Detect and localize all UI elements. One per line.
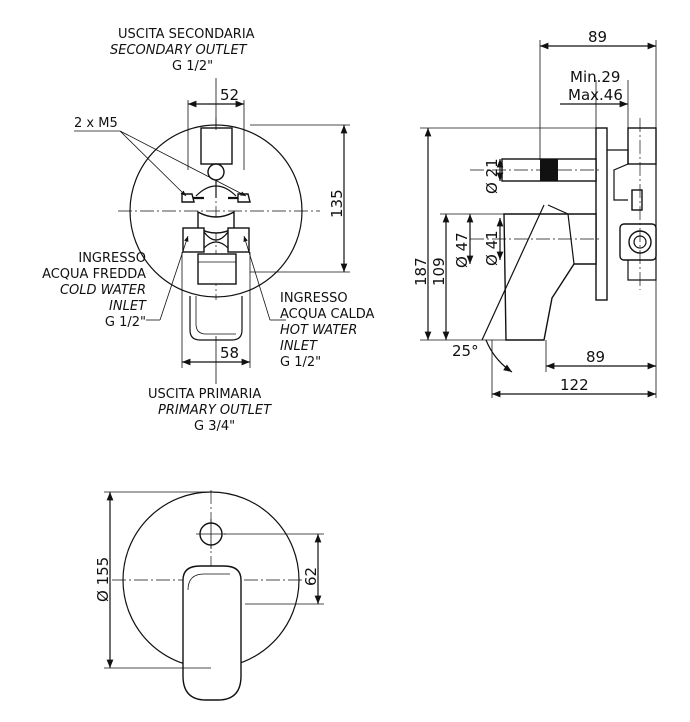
dim-diam-47: Ø 47 xyxy=(453,232,471,268)
dim-height-187: 187 xyxy=(412,257,430,286)
secondary-outlet-thread: G 1/2" xyxy=(172,59,213,74)
dim-angle: 25° xyxy=(452,342,479,360)
primary-outlet-body xyxy=(197,253,237,285)
primary-outlet-thread: G 3/4" xyxy=(194,419,235,434)
hot-inlet-en2: INLET xyxy=(280,339,318,354)
dim-plate-diameter: Ø 155 xyxy=(94,557,112,602)
hot-inlet-it1: INGRESSO xyxy=(280,291,348,306)
cold-inlet-en1: COLD WATER xyxy=(60,283,146,298)
dim-depth-top: 89 xyxy=(588,28,607,46)
cold-inlet-thread: G 1/2" xyxy=(105,315,146,330)
dim-min: Min.29 xyxy=(570,68,620,86)
dim-total: 122 xyxy=(560,376,589,394)
wall-plate xyxy=(595,127,608,301)
screw-tab-left xyxy=(181,193,195,203)
hot-inlet-fitting xyxy=(227,227,250,253)
dim-depth-bottom: 89 xyxy=(586,348,605,366)
dim-top-width: 52 xyxy=(220,86,239,104)
label-screws: 2 x M5 xyxy=(74,116,118,131)
dim-diam-21: Ø 21 xyxy=(483,158,501,194)
secondary-outlet-body xyxy=(200,127,233,165)
front-view: 52 135 58 2 x M5 xyxy=(74,78,350,384)
lever-handle xyxy=(182,565,242,701)
cold-inlet-it1: INGRESSO xyxy=(78,251,146,266)
handle xyxy=(503,213,597,341)
hot-inlet-thread: G 1/2" xyxy=(280,355,321,370)
primary-outlet-en: PRIMARY OUTLET xyxy=(158,403,272,418)
dim-bottom-width: 58 xyxy=(220,344,239,362)
cold-inlet-fitting xyxy=(182,227,205,253)
hot-inlet-it2: ACQUA CALDA xyxy=(280,307,375,322)
plate-view: Ø 155 62 xyxy=(94,490,324,701)
hot-inlet-en1: HOT WATER xyxy=(280,323,357,338)
secondary-outlet-en: SECONDARY OUTLET xyxy=(110,43,248,58)
front-view-labels: USCITA SECONDARIA SECONDARY OUTLET G 1/2… xyxy=(42,27,374,434)
dim-diam-41: Ø 41 xyxy=(483,230,501,266)
cold-inlet-en2: INLET xyxy=(109,299,147,314)
secondary-outlet-it: USCITA SECONDARIA xyxy=(118,27,255,42)
dim-height-135: 135 xyxy=(328,189,346,218)
side-view: 89 Min.29 Max.46 187 109 Ø 47 Ø 41 Ø 21 … xyxy=(412,28,657,398)
dim-max: Max.46 xyxy=(568,86,623,104)
dim-height-109: 109 xyxy=(430,257,448,286)
cold-inlet-it2: ACQUA FREDDA xyxy=(42,267,146,282)
primary-outlet-it: USCITA PRIMARIA xyxy=(148,387,261,402)
dim-plate-offset: 62 xyxy=(302,567,320,586)
